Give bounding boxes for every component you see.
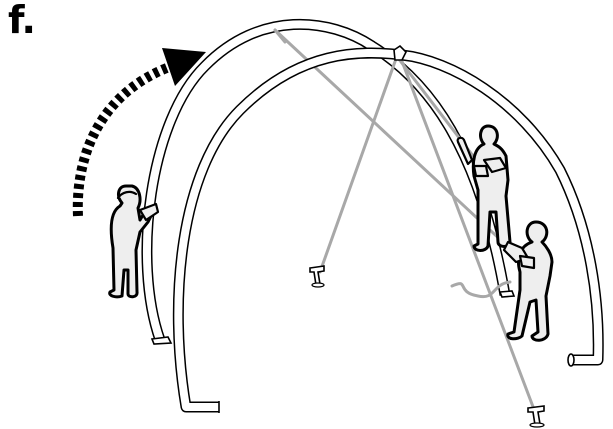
- back-arch-foot-plate: [152, 337, 171, 344]
- back-arch-right-foot: [500, 291, 514, 297]
- front-arch-tube-opening: [568, 354, 574, 366]
- rope-to-left-stake: [320, 56, 397, 272]
- stake-left: [310, 266, 324, 287]
- stake-front: [528, 406, 544, 427]
- dashed-rotation-arrow-icon: [78, 48, 206, 216]
